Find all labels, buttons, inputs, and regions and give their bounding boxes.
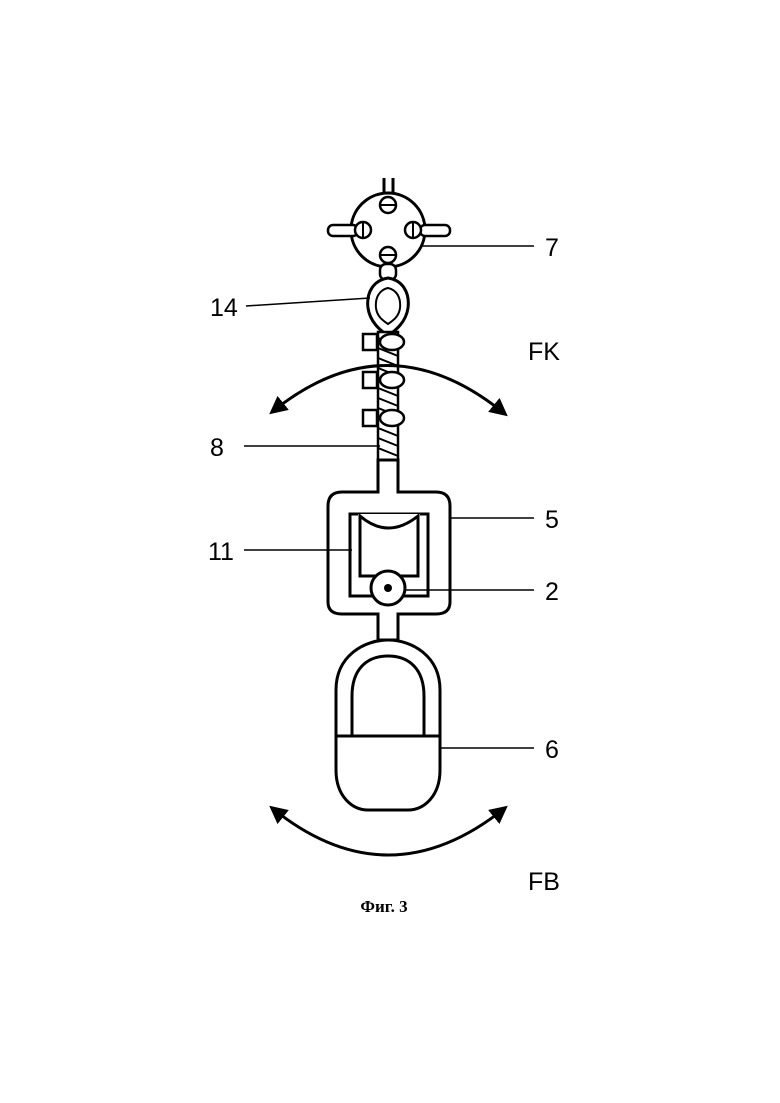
label-weight: 6 [545,736,559,764]
rope-clamp [363,334,404,350]
label-frame: 5 [545,506,559,534]
label-force-lower: FB [528,868,560,896]
label-roller: 11 [208,538,234,566]
label-thimble: 14 [210,294,238,322]
label-pivot: 2 [545,578,559,606]
label-hub: 7 [545,234,559,262]
pivot [371,571,405,605]
figure-caption: Фиг. 3 [360,897,407,916]
rope-clamp [363,372,404,388]
leader-line [246,298,370,306]
label-force-upper: FK [528,338,560,366]
counterweight [336,640,440,810]
swing-arrow-lower [272,808,505,855]
label-rope: 8 [210,434,224,462]
hub-connector [328,193,450,280]
rope-clamp [363,410,404,426]
thimble [368,278,409,336]
wire-rope [378,332,398,460]
